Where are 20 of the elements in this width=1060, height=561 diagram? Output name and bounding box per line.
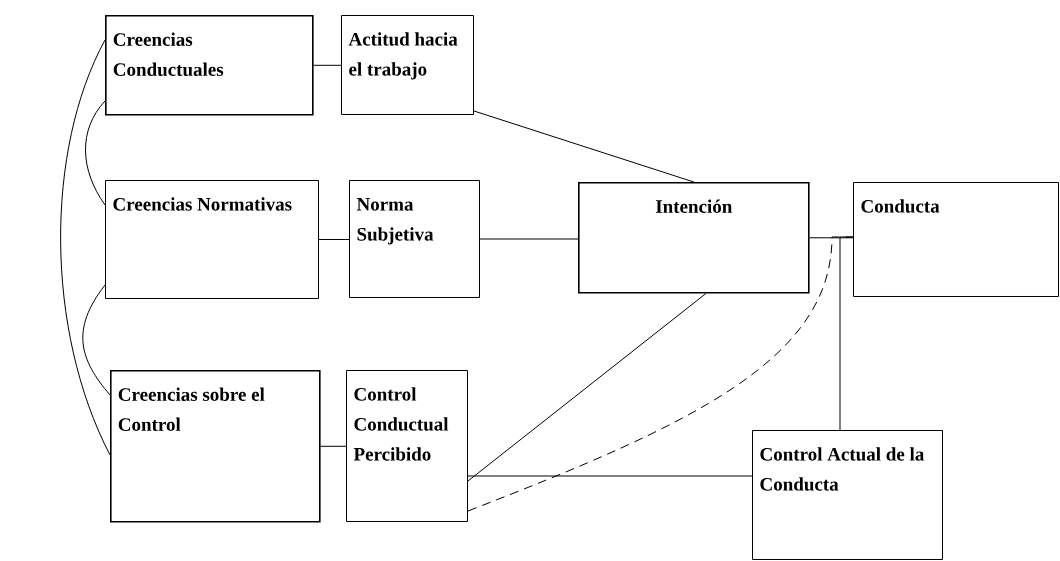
connector-line: [85, 100, 106, 206]
concept-box: Creencias sobre el Control: [110, 370, 321, 523]
concept-box: Actitud hacia el trabajo: [341, 15, 474, 115]
concept-box: Control Actual de la Conducta: [752, 430, 943, 560]
concept-box: Conducta: [853, 182, 1059, 297]
concept-box: Intención: [578, 182, 810, 294]
connector-line: [473, 110, 695, 183]
connector-line: [467, 475, 753, 477]
connector-line: [82, 284, 111, 396]
concept-box: Creencias Normativas: [105, 180, 319, 299]
connector-line: [320, 445, 347, 447]
connector-line: [467, 293, 707, 482]
connector-line: [479, 238, 579, 240]
concept-box: Norma Subjetiva: [349, 180, 480, 298]
connector-line: [839, 236, 854, 431]
connector-line: [318, 239, 350, 240]
connector-line: [60, 39, 111, 456]
connector-line: [313, 64, 342, 66]
concept-box: Control Conductual Percibido: [346, 370, 468, 522]
concept-box: Creencias Conductuales: [105, 15, 314, 116]
